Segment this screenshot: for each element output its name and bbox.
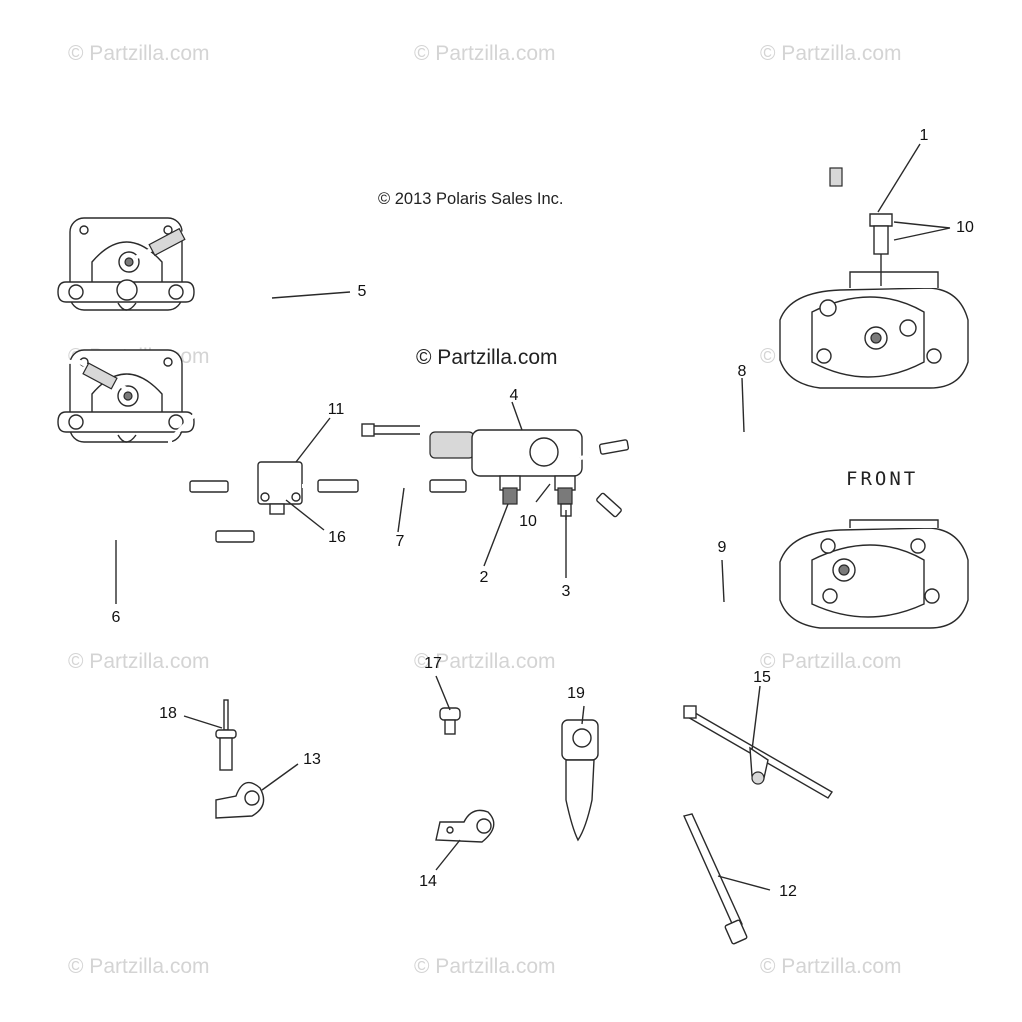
watermark-lower-left: © Partzilla.com — [68, 650, 210, 673]
copyright-notice: © 2013 Polaris Sales Inc. — [378, 190, 564, 208]
watermark-bottom-center: © Partzilla.com — [414, 955, 556, 978]
callout-4: 4 — [509, 387, 519, 404]
watermark-top-center: © Partzilla.com — [414, 42, 556, 65]
watermark-bottom-left: © Partzilla.com — [68, 955, 210, 978]
brake-line-7 — [302, 479, 500, 493]
callout-7: 7 — [395, 533, 405, 550]
callout-12: 12 — [779, 883, 797, 900]
rivet-18 — [215, 699, 237, 771]
watermark-top-right: © Partzilla.com — [760, 42, 902, 65]
callout-18: 18 — [159, 705, 177, 722]
retainer-19 — [561, 719, 599, 842]
watermark-top-left: © Partzilla.com — [68, 42, 210, 65]
front-label: FRONT — [846, 468, 919, 490]
front-caliper-lower — [779, 519, 969, 629]
cable-tie-15 — [683, 705, 833, 799]
callout-17: 17 — [424, 655, 442, 672]
brake-line-6 — [20, 359, 278, 543]
clamp-14 — [435, 809, 495, 843]
watermark-lower-right: © Partzilla.com — [760, 650, 902, 673]
master-cylinder — [361, 423, 583, 520]
callout-2: 2 — [479, 569, 489, 586]
callout-10-upper: 10 — [956, 219, 974, 236]
watermark-bottom-right: © Partzilla.com — [760, 955, 902, 978]
callout-19: 19 — [567, 685, 585, 702]
leader-lines — [115, 143, 951, 891]
callout-8: 8 — [737, 363, 747, 380]
callout-15: 15 — [753, 669, 771, 686]
callout-16: 16 — [328, 529, 346, 546]
callout-14: 14 — [419, 873, 437, 890]
screw-17 — [439, 707, 461, 735]
callout-3: 3 — [561, 583, 571, 600]
callout-10-lower: 10 — [519, 513, 537, 530]
clamp-13 — [215, 781, 265, 819]
front-caliper-upper — [779, 271, 969, 389]
callout-11: 11 — [327, 401, 345, 418]
brake-line-5 — [134, 203, 270, 493]
callout-9: 9 — [717, 539, 727, 556]
callout-13: 13 — [303, 751, 321, 768]
callout-1: 1 — [919, 127, 929, 144]
cable-tie-12 — [683, 813, 748, 945]
callout-6: 6 — [111, 609, 121, 626]
callout-5: 5 — [357, 283, 367, 300]
center-watermark: © Partzilla.com — [416, 346, 558, 369]
brake-line-fitting-1 — [829, 140, 893, 286]
watermark-lower-center: © Partzilla.com — [414, 650, 556, 673]
junction-block — [257, 461, 303, 515]
